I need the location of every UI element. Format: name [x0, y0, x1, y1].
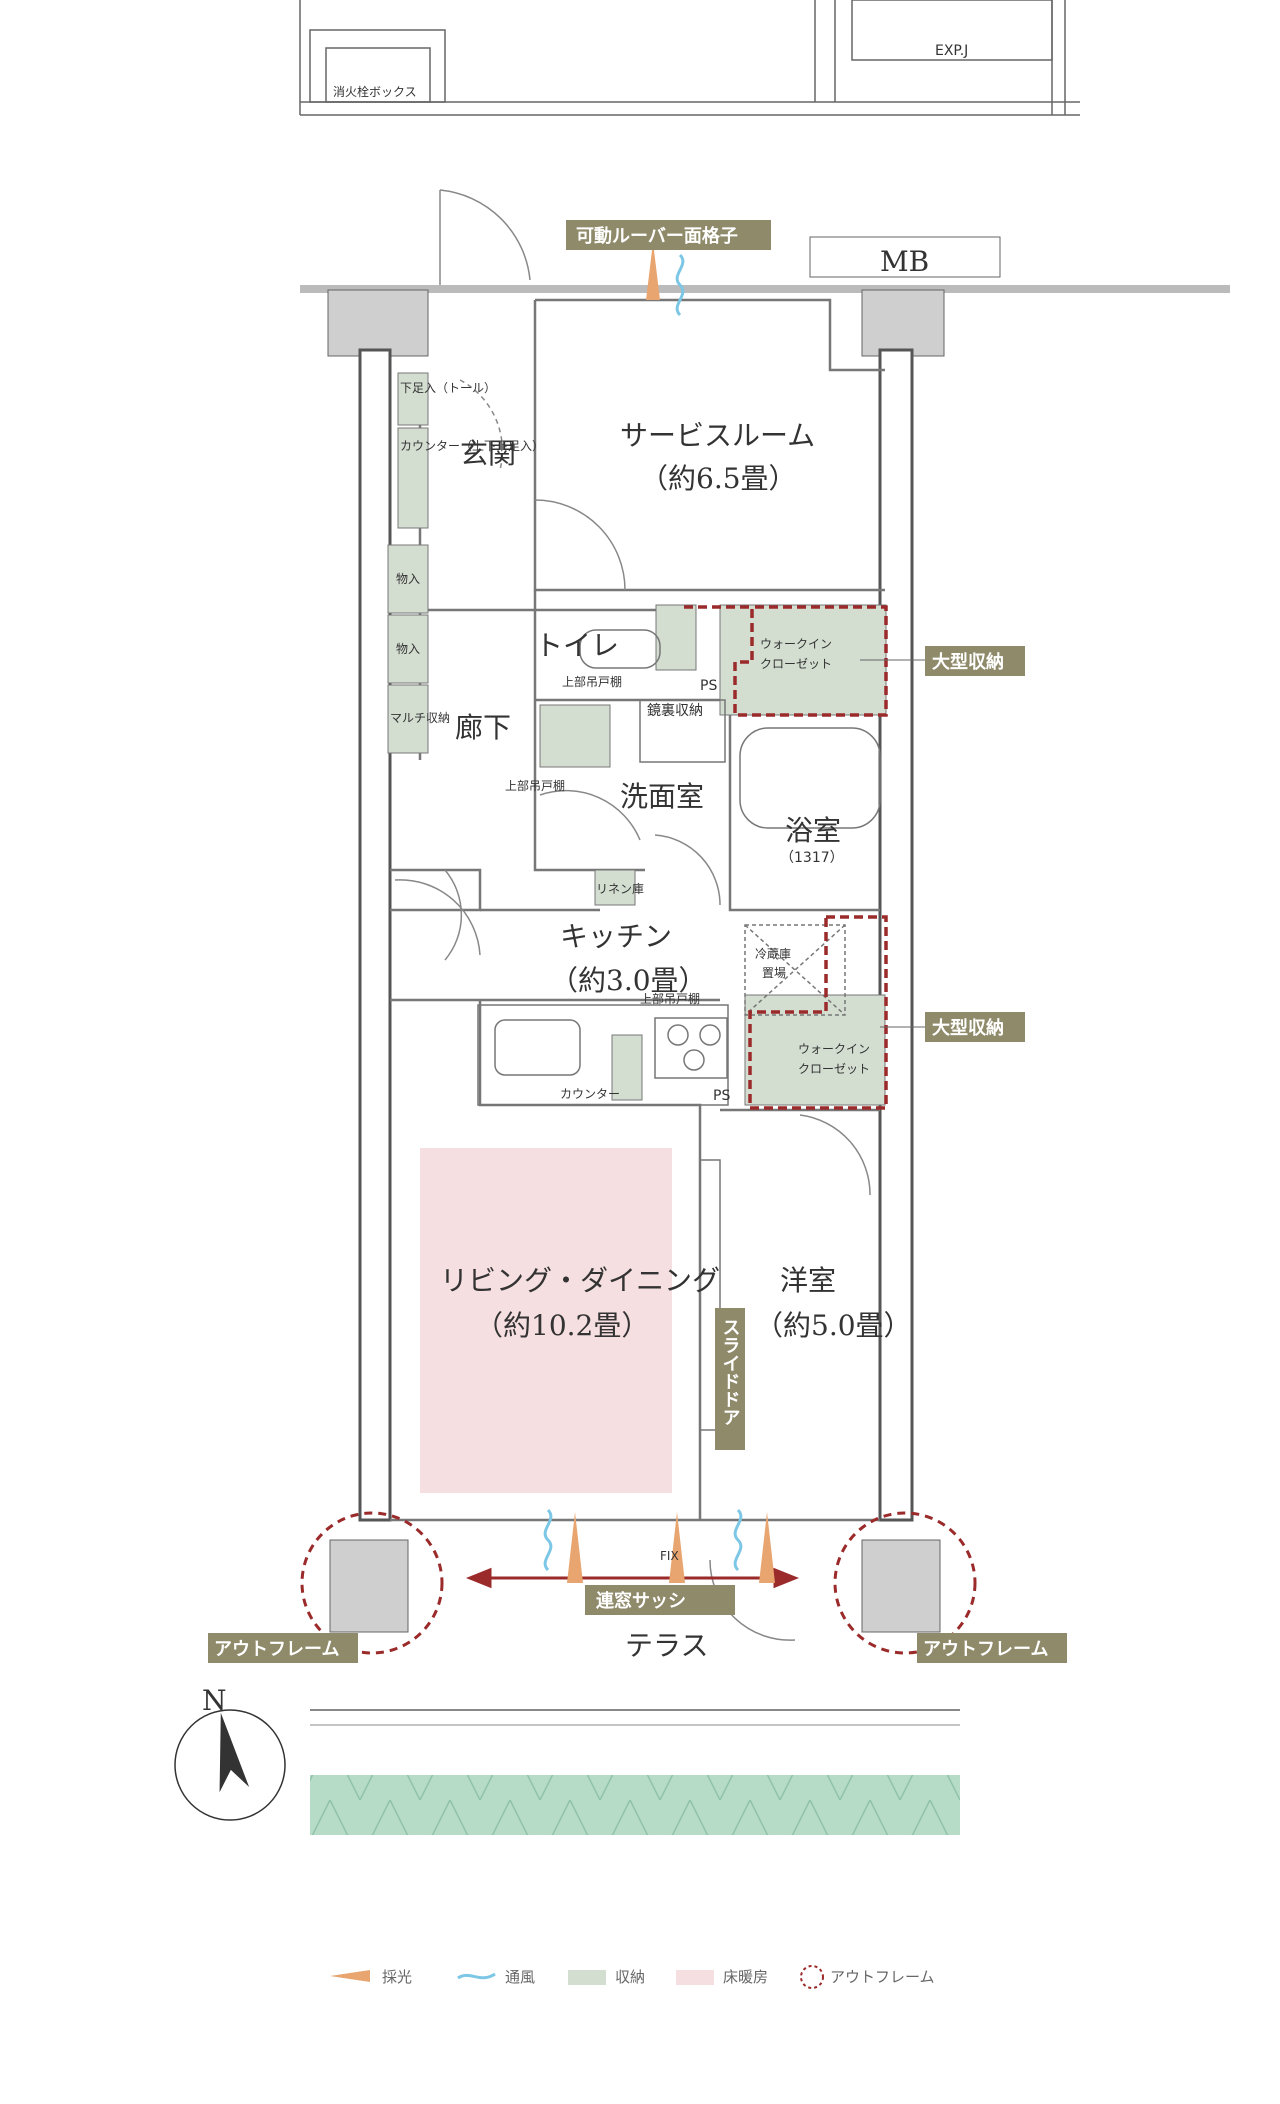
bathroom-label: 浴室	[785, 814, 841, 847]
tag-slide-door: スライドドア	[715, 1308, 745, 1450]
hydrant-box-label: 消火栓ボックス	[333, 84, 417, 99]
legend-storage-icon	[568, 1970, 606, 1985]
counter-label: カウンター	[560, 1087, 620, 1101]
sash-arrow	[465, 1567, 800, 1589]
tag-large-storage-1: 大型収納	[860, 646, 1025, 676]
fixtures	[477, 629, 881, 1431]
washroom-label: 洗面室	[620, 780, 704, 813]
terrace-label: テラス	[625, 1629, 708, 1662]
tag-large-storage-2: 大型収納	[880, 1012, 1025, 1042]
large-storage-outlines	[684, 605, 888, 1110]
legend-wind-icon	[457, 1972, 496, 1980]
kitchen-size: （約3.0畳）	[550, 964, 707, 997]
ps2-label: PS	[713, 1088, 730, 1104]
upper-shelf-toilet: 上部吊戸棚	[562, 674, 622, 689]
closet1-label: 物入	[396, 572, 420, 586]
living-label: リビング・ダイニング	[440, 1264, 720, 1297]
tag-outframe-left: アウトフレーム	[208, 1633, 358, 1663]
fridge-label-b: 置場	[762, 966, 786, 980]
legend-storage: 収納	[615, 1968, 645, 1986]
legend-light-icon	[330, 1970, 370, 1982]
light-cones	[567, 242, 775, 1583]
svg-text:大型収納: 大型収納	[932, 1017, 1004, 1039]
tag-outframe-right: アウトフレーム	[917, 1633, 1067, 1663]
mb-label: MB	[880, 245, 929, 278]
corridor-label: 廊下	[455, 711, 511, 744]
fix-label: FIX	[660, 1549, 679, 1563]
walkin2-label-a: ウォークイン	[798, 1042, 870, 1056]
compass-north-label: N	[202, 1684, 227, 1717]
legend-floorheat: 床暖房	[723, 1968, 768, 1986]
upper-shelf-corridor: 上部吊戸棚	[505, 778, 565, 793]
service-room-label: サービスルーム	[620, 419, 815, 452]
walkin1-label-a: ウォークイン	[760, 637, 832, 651]
shoe-counter-label: カウンター（上下下足入）	[400, 439, 544, 453]
ps1-label: PS	[700, 678, 717, 694]
western-room-size: （約5.0畳）	[755, 1309, 912, 1342]
walkin1-label-b: クローゼット	[760, 657, 832, 671]
expj-label: EXP.J	[935, 43, 968, 59]
tag-window-sash: 連窓サッシ	[585, 1585, 735, 1615]
mirror-storage-label: 鏡裏収納	[647, 702, 703, 719]
svg-text:アウトフレーム: アウトフレーム	[923, 1639, 1048, 1660]
svg-text:大型収納: 大型収納	[932, 651, 1004, 673]
svg-text:連窓サッシ: 連窓サッシ	[596, 1590, 686, 1612]
legend: 採光 通風 収納 床暖房 アウトフレーム	[330, 1965, 935, 1989]
kitchen-label: キッチン	[560, 920, 672, 953]
legend-wind: 通風	[505, 1968, 535, 1986]
closet2-label: 物入	[396, 642, 420, 656]
svg-text:スライドドア: スライドドア	[720, 1318, 741, 1426]
legend-light: 採光	[382, 1968, 412, 1986]
shoe-tall-label: 下足入（トール）	[400, 381, 496, 395]
outframe-circles	[300, 1511, 977, 1655]
svg-text:可動ルーバー面格子: 可動ルーバー面格子	[576, 225, 738, 247]
floor-heating-area	[420, 1148, 672, 1493]
svg-text:アウトフレーム: アウトフレーム	[214, 1639, 339, 1660]
terrace	[310, 1709, 960, 1835]
upper-shelf-kitchen: 上部吊戸棚	[640, 991, 700, 1006]
legend-outframe: アウトフレーム	[830, 1968, 935, 1986]
multi-storage-label: マルチ収納	[390, 711, 450, 725]
living-size: （約10.2畳）	[475, 1309, 649, 1342]
legend-outframe-icon	[800, 1965, 824, 1989]
compass-icon: N	[174, 1684, 286, 1821]
service-room-size: （約6.5畳）	[640, 462, 797, 495]
toilet-label: トイレ	[535, 629, 619, 662]
bathroom-size: （1317）	[780, 850, 844, 866]
entrance-label: 玄関	[460, 437, 516, 470]
fridge-label-a: 冷蔵庫	[755, 947, 791, 961]
walkin2-label-b: クローゼット	[798, 1062, 870, 1076]
top-structures	[299, 0, 1080, 116]
legend-floorheat-icon	[676, 1970, 714, 1985]
western-room-label: 洋室	[780, 1264, 836, 1297]
wind-marks	[543, 253, 743, 1572]
tag-louver: 可動ルーバー面格子	[566, 220, 771, 250]
linen-label: リネン庫	[596, 882, 644, 896]
